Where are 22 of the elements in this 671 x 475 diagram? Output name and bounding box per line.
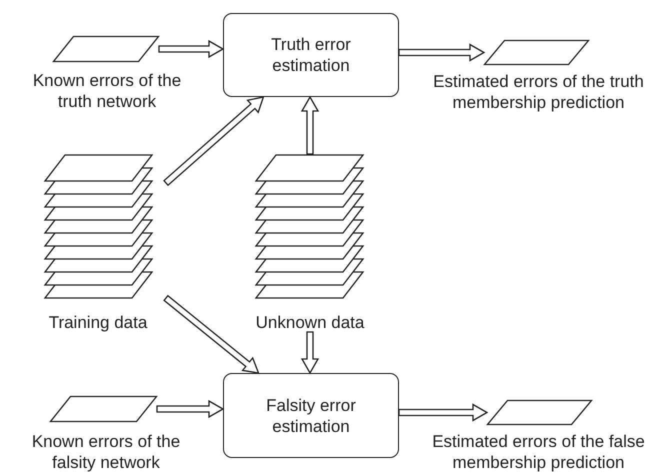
parallelogram-shape	[484, 40, 589, 65]
parallelogram-shape	[50, 396, 157, 422]
block-arrow	[163, 96, 264, 186]
block-arrow	[163, 294, 260, 374]
box-label: Truth error estimation	[270, 34, 352, 76]
block-arrow	[156, 400, 224, 418]
caption-text: Known errors of the truth network	[32, 70, 182, 112]
process-box	[223, 373, 399, 458]
parallelogram-shape	[53, 36, 159, 62]
caption-text: Estimated errors of the false membership prediction	[431, 431, 646, 473]
parallelogram-shape	[487, 400, 592, 425]
caption-text: Estimated errors of the truth membership prediction	[432, 71, 645, 113]
caption-text: Training data	[48, 312, 148, 333]
process-box	[223, 13, 399, 97]
caption-text: Known errors of the falsity network	[30, 431, 182, 473]
block-arrow	[398, 403, 488, 422]
box-label: Falsity error estimation	[265, 394, 357, 436]
block-arrow	[158, 40, 224, 58]
caption-text: Unknown data	[254, 312, 366, 333]
block-arrow	[300, 96, 320, 155]
block-arrow	[398, 43, 486, 62]
block-arrow	[300, 331, 320, 374]
